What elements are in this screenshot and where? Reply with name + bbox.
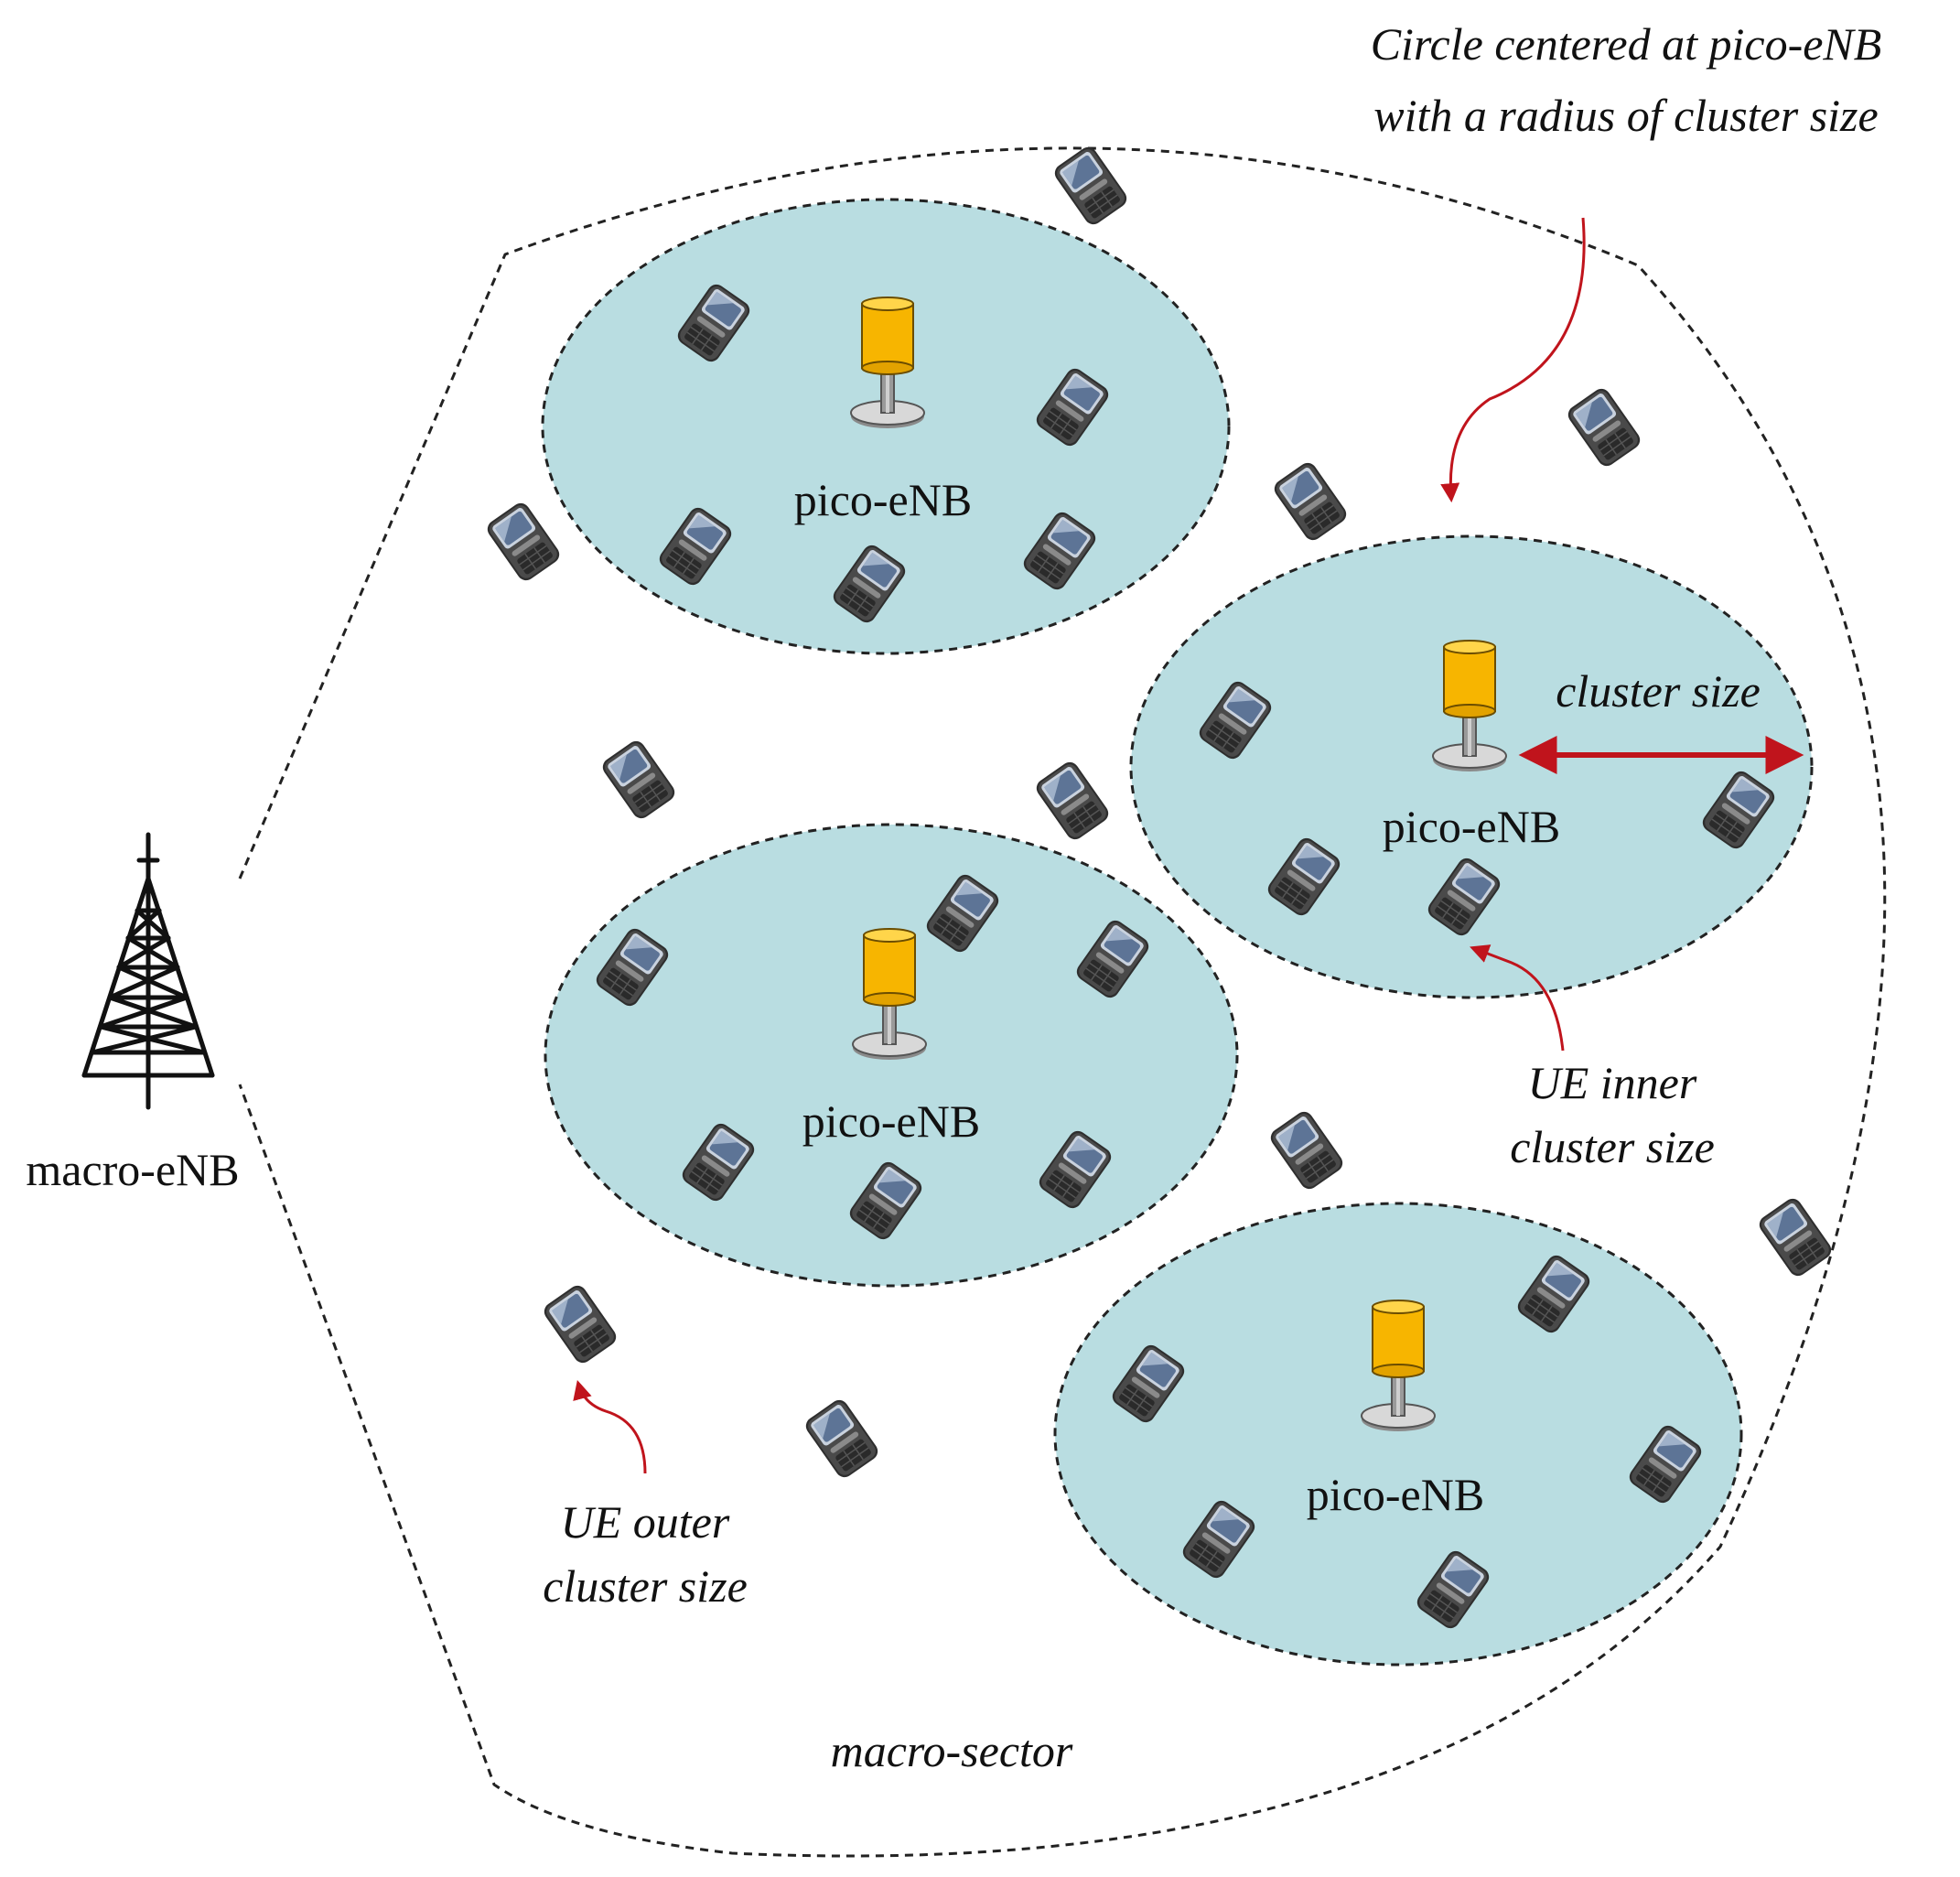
mobile-phone-icon [598, 737, 679, 823]
mobile-phone-icon [1266, 1107, 1347, 1193]
mobile-phone-icon [1755, 1194, 1836, 1280]
pico-cell-icon [852, 928, 927, 1061]
ue-inner-annotation-arrow [1470, 944, 1565, 1052]
cluster-area [1053, 1202, 1743, 1667]
ue-outer-annotation-arrow [573, 1379, 647, 1474]
mobile-phone-icon [483, 499, 564, 585]
mobile-phone-icon [1032, 758, 1113, 844]
pico-enb-label: pico-eNB [802, 1095, 980, 1147]
cluster-size-label: cluster size [1556, 665, 1761, 717]
pico-enb-label: pico-eNB [1383, 801, 1560, 852]
macro-sector-boundary [238, 146, 1887, 1858]
circle-annotation-arrow [1440, 217, 1586, 503]
mobile-phone-icon [802, 1396, 882, 1482]
pico-cell-icon [850, 297, 925, 429]
ue-inner-label: UE inner [1528, 1057, 1697, 1108]
cluster-bottom-right [1053, 1202, 1743, 1667]
macro-enb-label: macro-eNB [26, 1144, 239, 1195]
pico-cell-icon [1361, 1300, 1436, 1432]
ue-inner-label: cluster size [1510, 1121, 1715, 1172]
ue-outer-label: cluster size [543, 1560, 748, 1612]
mobile-phone-icon [1564, 384, 1644, 470]
mobile-phone-icon [1050, 143, 1131, 229]
ue-outer-label: UE outer [561, 1496, 730, 1548]
pico-cell-icon [1432, 640, 1507, 772]
circle-annotation-label: with a radius of cluster size [1373, 90, 1878, 141]
mobile-phone-icon [540, 1281, 620, 1367]
pico-enb-label: pico-eNB [794, 474, 972, 525]
mobile-phone-icon [1270, 458, 1351, 545]
macro-sector-label: macro-sector [831, 1725, 1073, 1776]
pico-enb-label: pico-eNB [1307, 1469, 1484, 1520]
circle-annotation-label: Circle centered at pico-eNB [1371, 18, 1882, 70]
cell-tower-icon [81, 832, 215, 1110]
